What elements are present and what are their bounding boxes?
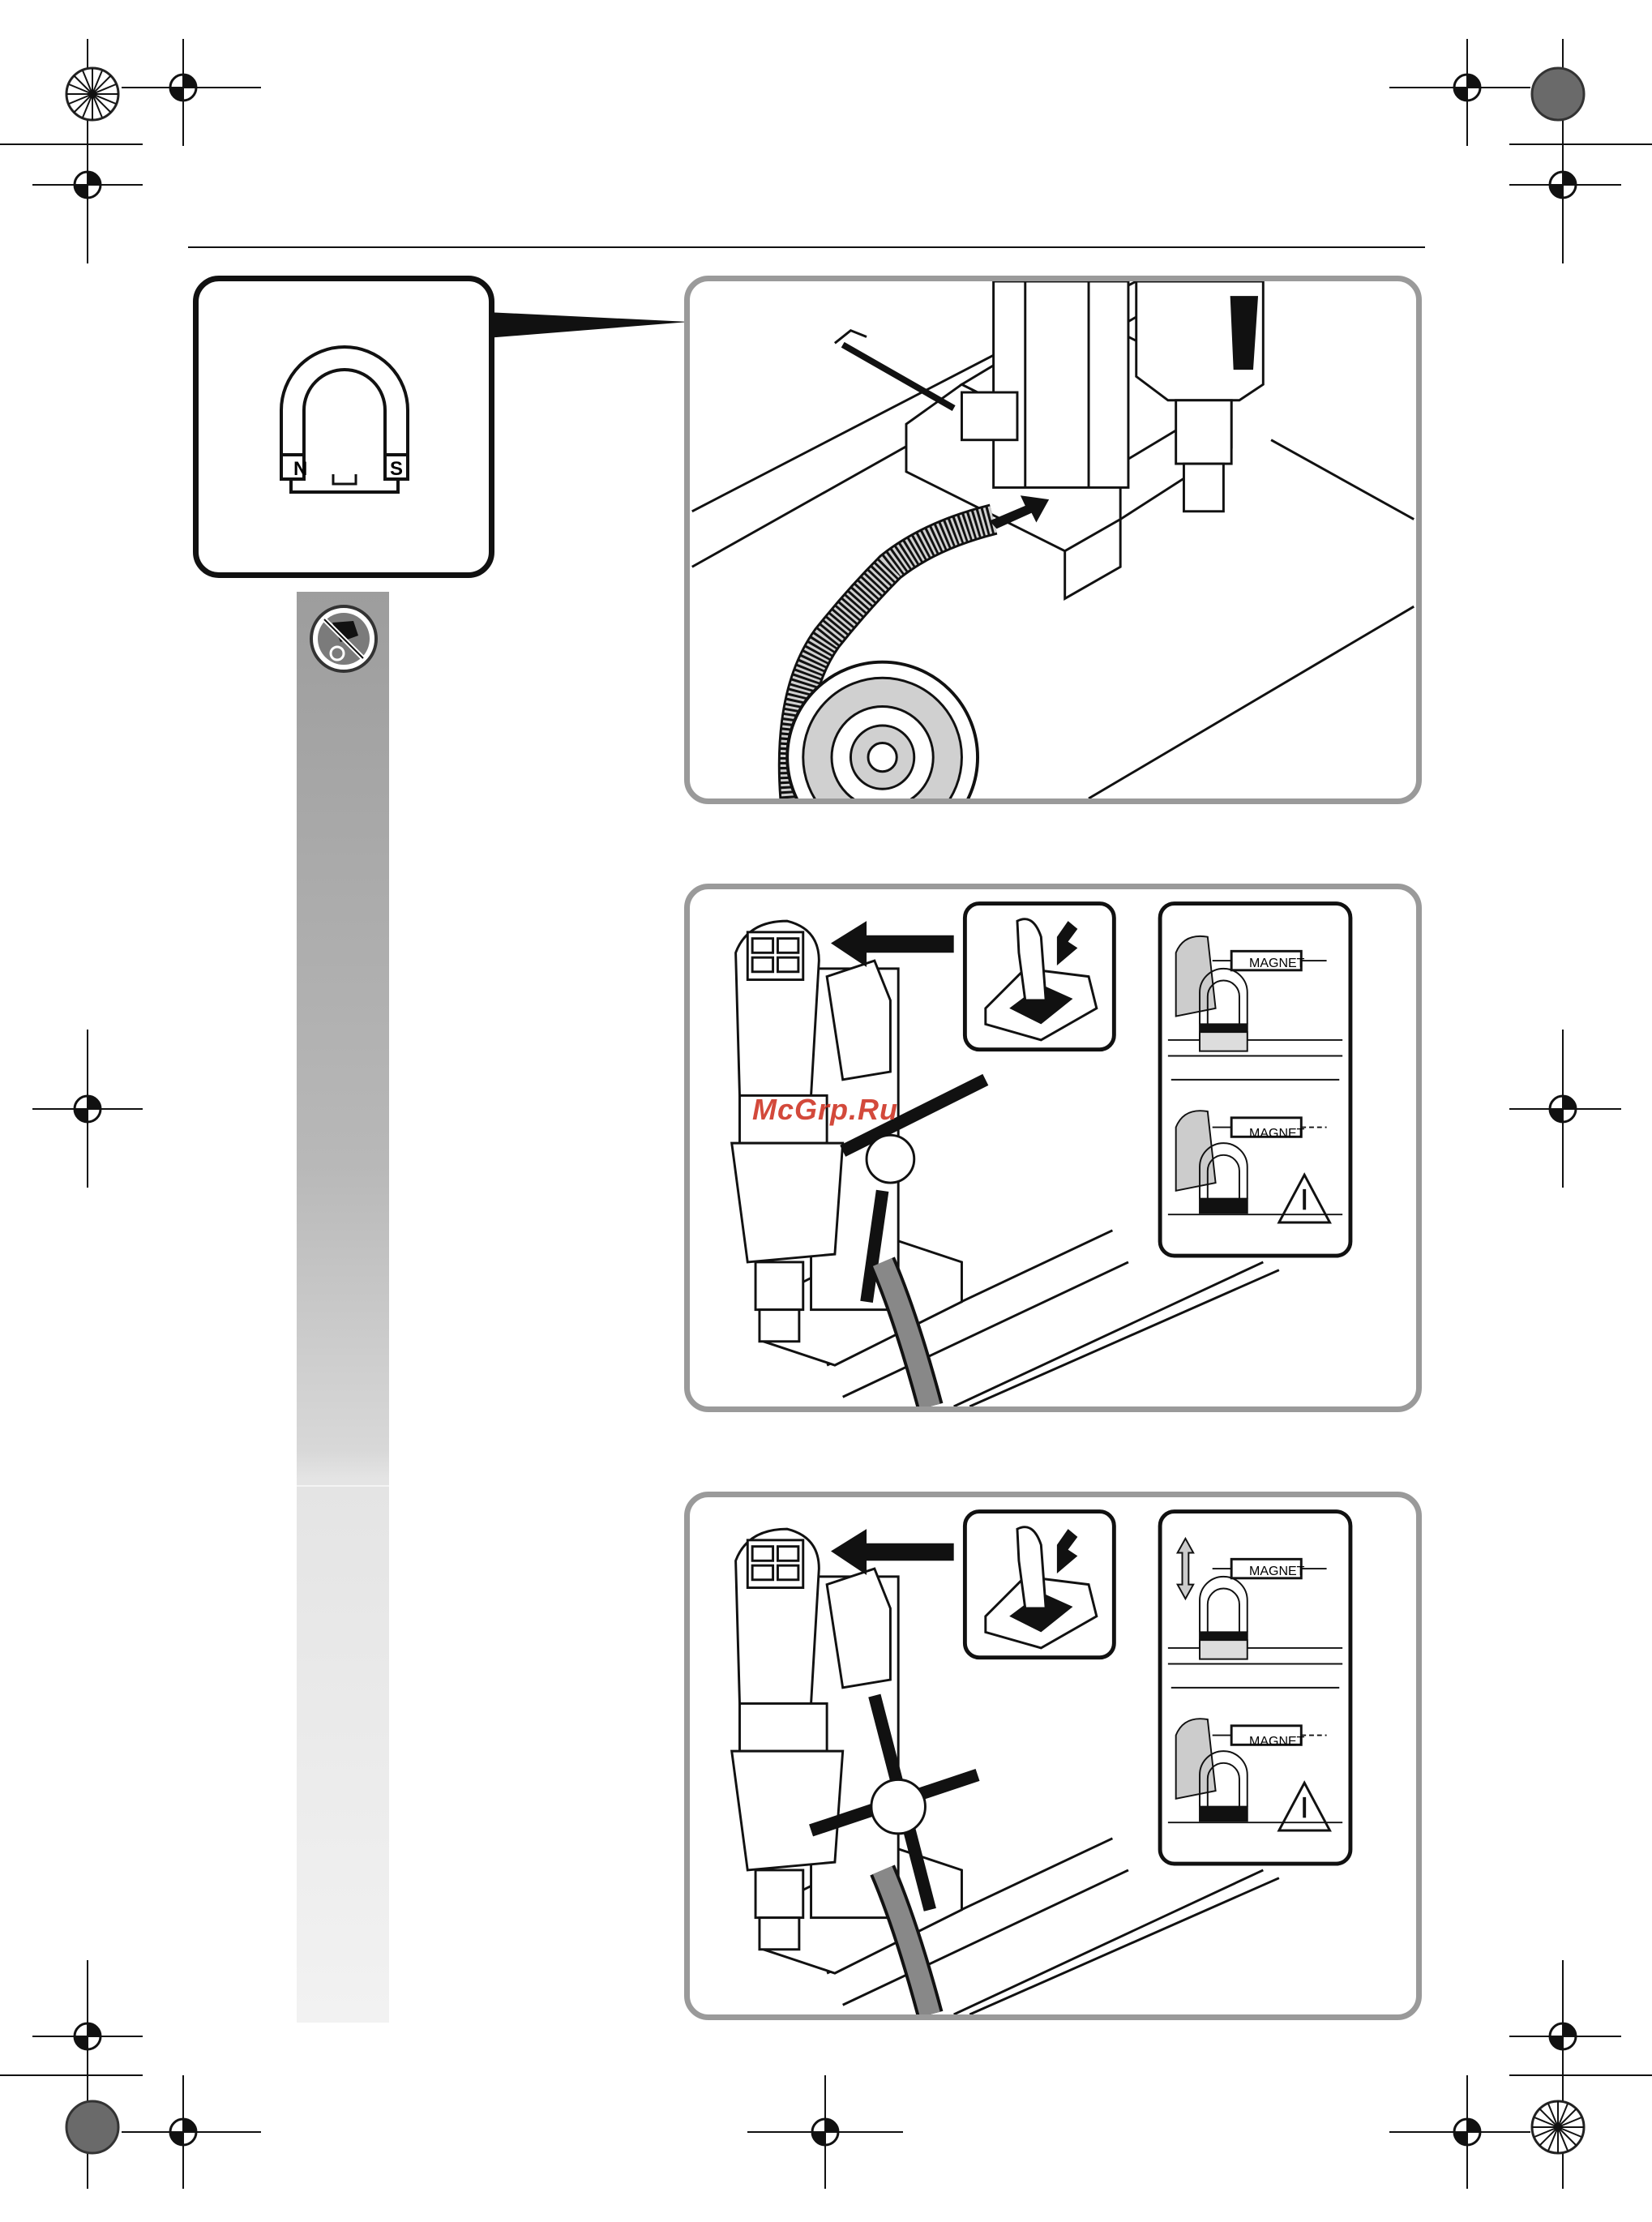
- figure-1-strap-insertion: [684, 276, 1422, 804]
- side-tab-bar: [297, 592, 389, 2023]
- drill-magnet-switch-illustration: [690, 889, 1416, 1406]
- figure-3-magnet-switch-handle: MAGNET MAGNET: [684, 1492, 1422, 2020]
- figure-2-magnet-switch: MAGNET MAGNET: [684, 884, 1422, 1412]
- side-tab-divider: [297, 1485, 389, 1487]
- magnet-status-label-on: MAGNET: [1249, 1565, 1304, 1579]
- magnet-symbol-box: N S: [193, 276, 494, 578]
- pole-north-label: N: [293, 458, 307, 481]
- drill-base-illustration: [690, 281, 1416, 798]
- watermark-text: McGrp.Ru: [752, 1093, 898, 1127]
- magnet-status-label-warning: MAGNET: [1249, 1127, 1304, 1141]
- pole-south-label: S: [390, 458, 403, 481]
- drill-handle-illustration: [690, 1497, 1416, 2014]
- no-sawing-cutting-prohibition-icon: [308, 603, 379, 674]
- callout-pointer: [486, 304, 689, 345]
- magnet-status-label-warning: MAGNET: [1249, 1735, 1304, 1749]
- header-rule: [188, 246, 1425, 248]
- magnet-status-label-on: MAGNET: [1249, 957, 1304, 971]
- horseshoe-magnet-icon: [263, 333, 426, 512]
